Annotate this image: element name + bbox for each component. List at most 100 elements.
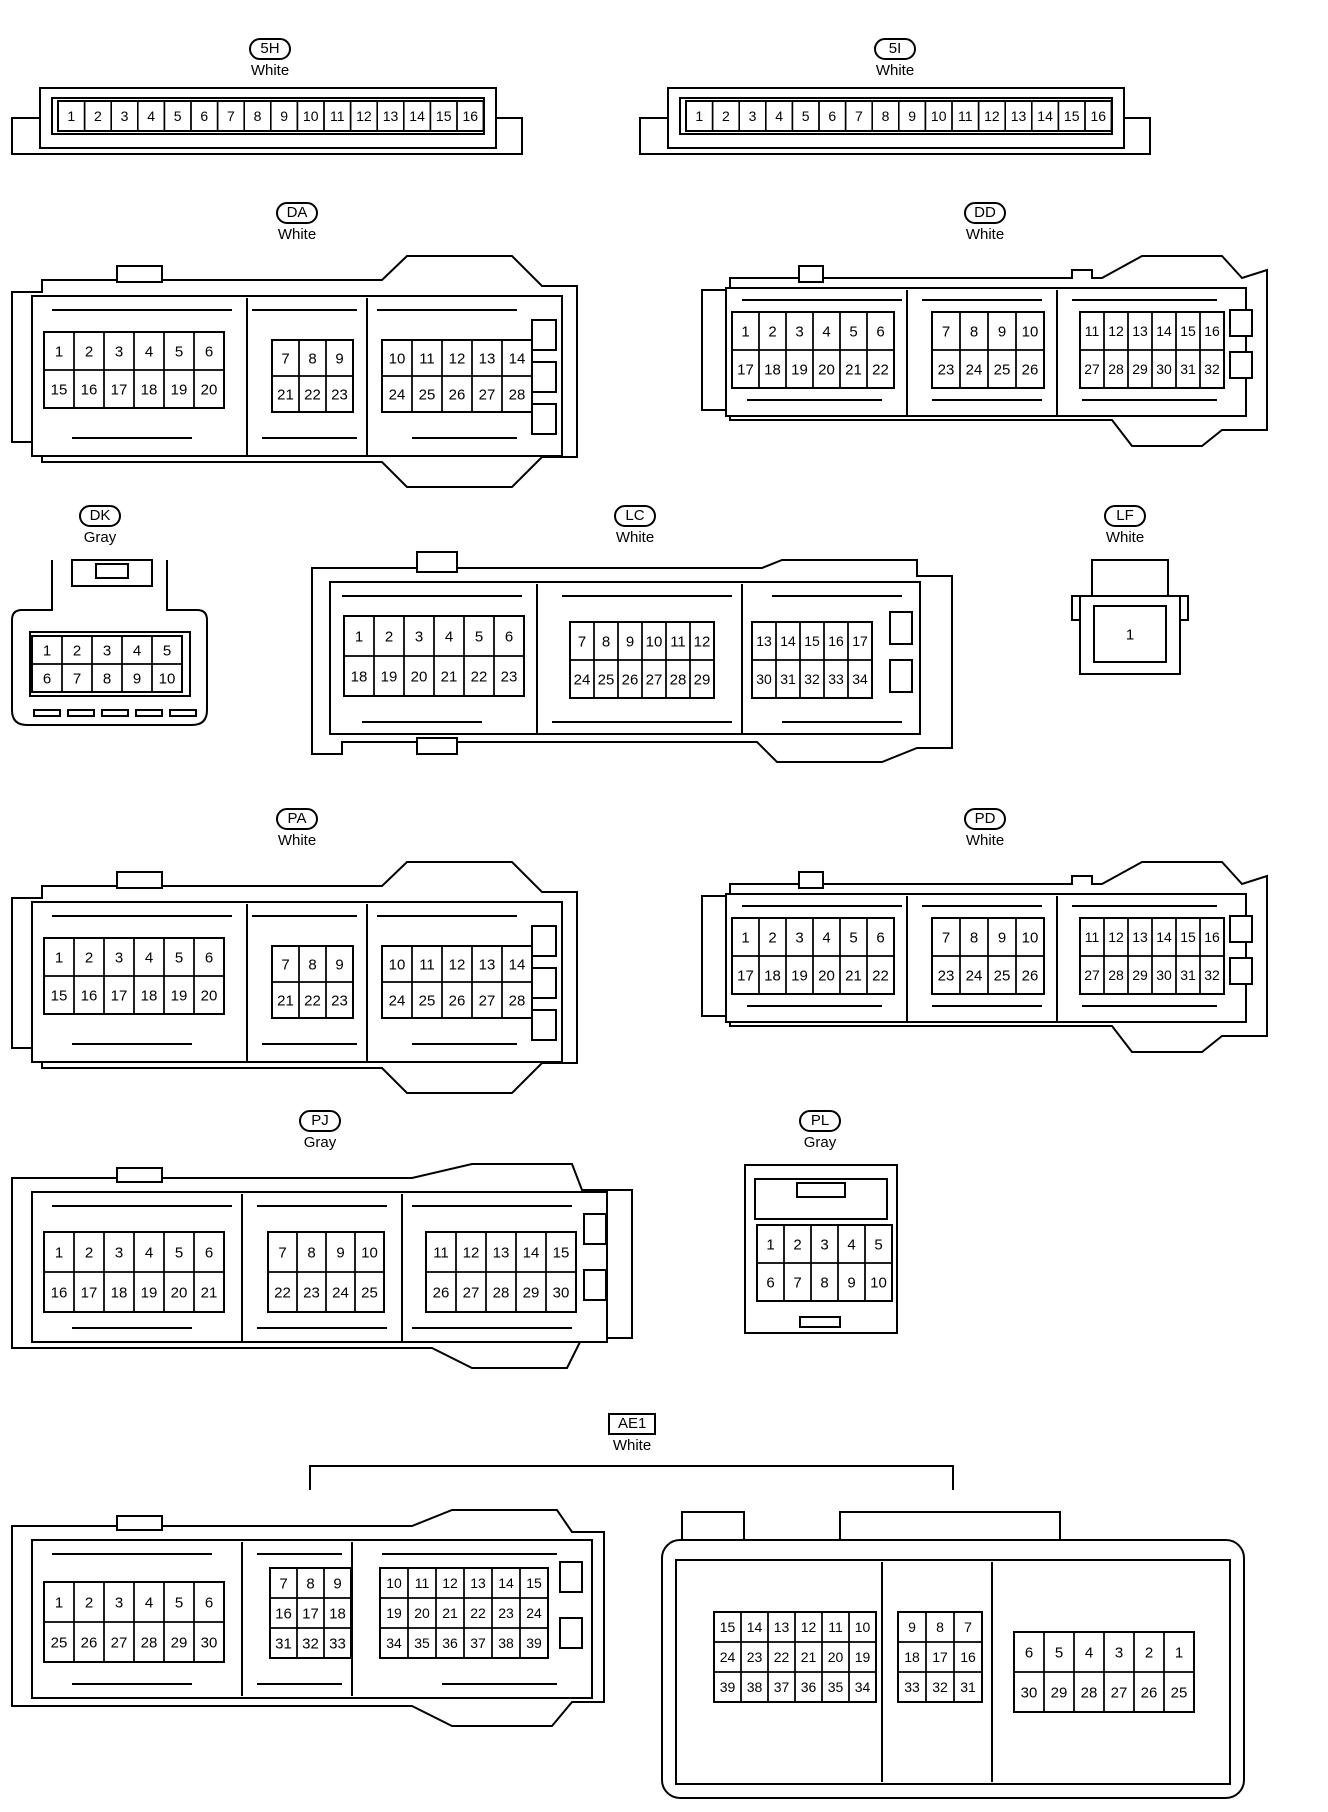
- pin-cavity: [1093, 605, 1167, 663]
- pin-number: 16: [1091, 108, 1107, 124]
- pin-number: 33: [828, 671, 844, 687]
- pin-number: 14: [747, 1619, 763, 1635]
- pin-number: 14: [409, 108, 425, 124]
- pin-number: 18: [764, 967, 781, 984]
- pin-cavity: [847, 659, 873, 699]
- pin-number: 4: [1085, 1644, 1093, 1661]
- pin-number: 13: [493, 1244, 510, 1261]
- pin-number: 24: [574, 671, 591, 688]
- pin-cavity: [1199, 349, 1225, 389]
- pin-number: 10: [855, 1619, 871, 1635]
- pin-number: 19: [791, 361, 808, 378]
- pin-number: 1: [55, 949, 63, 966]
- pin-number: 2: [85, 1594, 93, 1611]
- pin-number: 33: [904, 1679, 920, 1695]
- pin-number: 3: [115, 1594, 123, 1611]
- pin-number: 10: [389, 956, 406, 973]
- pin-number: 28: [1108, 967, 1124, 983]
- pin-number: 3: [115, 343, 123, 360]
- connector-id-tag: LF: [1104, 505, 1146, 527]
- pin-number: 24: [389, 992, 406, 1009]
- pin-number: 1: [67, 108, 75, 124]
- pin-number: 21: [801, 1649, 817, 1665]
- pin-number: 28: [509, 992, 526, 1009]
- pin-number: 9: [847, 1274, 855, 1291]
- pin-cavity: [848, 1671, 877, 1703]
- connector-color-label: Gray: [803, 1134, 837, 1151]
- pin-number: 3: [115, 1244, 123, 1261]
- pin-number: 8: [103, 670, 111, 687]
- pin-number: 1: [355, 628, 363, 645]
- pin-number: 21: [277, 992, 294, 1009]
- pin-number: 11: [1085, 929, 1100, 945]
- pin-cavity: [1163, 1671, 1195, 1713]
- pin-number: 9: [626, 633, 634, 650]
- pin-number: 7: [227, 108, 235, 124]
- pin-number: 16: [51, 1284, 68, 1301]
- pin-number: 24: [720, 1649, 736, 1665]
- pin-number: 36: [801, 1679, 817, 1695]
- pin-number: 30: [1021, 1684, 1038, 1701]
- pin-number: 10: [361, 1244, 378, 1261]
- pin-number: 7: [73, 670, 81, 687]
- pin-number: 5: [475, 628, 483, 645]
- pin-cavity: [354, 1271, 385, 1313]
- housing-outline: [681, 1511, 745, 1541]
- pin-number: 26: [1022, 361, 1039, 378]
- pin-number: 16: [275, 1605, 292, 1622]
- housing-outline: [559, 1561, 583, 1593]
- pin-number: 25: [598, 671, 615, 688]
- pin-number: 1: [741, 323, 749, 340]
- pin-number: 10: [159, 670, 176, 687]
- pin-number: 4: [147, 108, 155, 124]
- pin-number: 37: [470, 1635, 486, 1651]
- pin-number: 25: [994, 361, 1011, 378]
- pin-number: 18: [329, 1605, 346, 1622]
- pin-number: 20: [414, 1605, 430, 1621]
- pin-number: 1: [766, 1236, 774, 1253]
- pin-number: 4: [847, 1236, 855, 1253]
- pin-number: 10: [389, 350, 406, 367]
- pin-number: 16: [463, 108, 479, 124]
- pin-number: 23: [331, 992, 348, 1009]
- pin-number: 16: [828, 633, 844, 649]
- pin-number: 16: [81, 381, 98, 398]
- pin-number: 23: [938, 361, 955, 378]
- pin-number: 28: [141, 1634, 158, 1651]
- pin-cavity: [689, 659, 715, 699]
- housing-outline: [701, 861, 1268, 1053]
- pin-number: 1: [741, 929, 749, 946]
- pin-number: 28: [670, 671, 687, 688]
- housing-outline: [701, 255, 1268, 447]
- connector-color-label: White: [277, 832, 317, 849]
- pin-number: 13: [479, 956, 496, 973]
- pin-number: 7: [281, 350, 289, 367]
- pin-number: 12: [449, 350, 466, 367]
- pin-number: 14: [523, 1244, 540, 1261]
- pin-number: 9: [335, 350, 343, 367]
- pin-number: 25: [1171, 1684, 1188, 1701]
- pin-number: 8: [602, 633, 610, 650]
- pin-number: 11: [419, 956, 435, 973]
- pin-number: 22: [470, 1605, 486, 1621]
- pin-number: 21: [442, 1605, 458, 1621]
- pin-number: 28: [1108, 361, 1124, 377]
- pin-number: 3: [795, 323, 803, 340]
- pin-number: 8: [307, 1244, 315, 1261]
- pin-number: 17: [932, 1649, 948, 1665]
- pin-number: 23: [331, 386, 348, 403]
- pin-number: 6: [505, 628, 513, 645]
- pin-number: 8: [254, 108, 262, 124]
- pin-number: 17: [111, 381, 128, 398]
- pin-number: 12: [442, 1575, 458, 1591]
- connector-id-tag: PA: [276, 808, 318, 830]
- pin-number: 37: [774, 1679, 790, 1695]
- pin-number: 16: [81, 987, 98, 1004]
- housing-outline: [1229, 915, 1253, 943]
- pin-cavity: [193, 975, 225, 1015]
- pin-number: 27: [1084, 361, 1100, 377]
- pin-number: 35: [414, 1635, 430, 1651]
- housing-outline: [116, 265, 163, 283]
- connector-color-label: Gray: [303, 1134, 337, 1151]
- housing-outline: [531, 403, 557, 435]
